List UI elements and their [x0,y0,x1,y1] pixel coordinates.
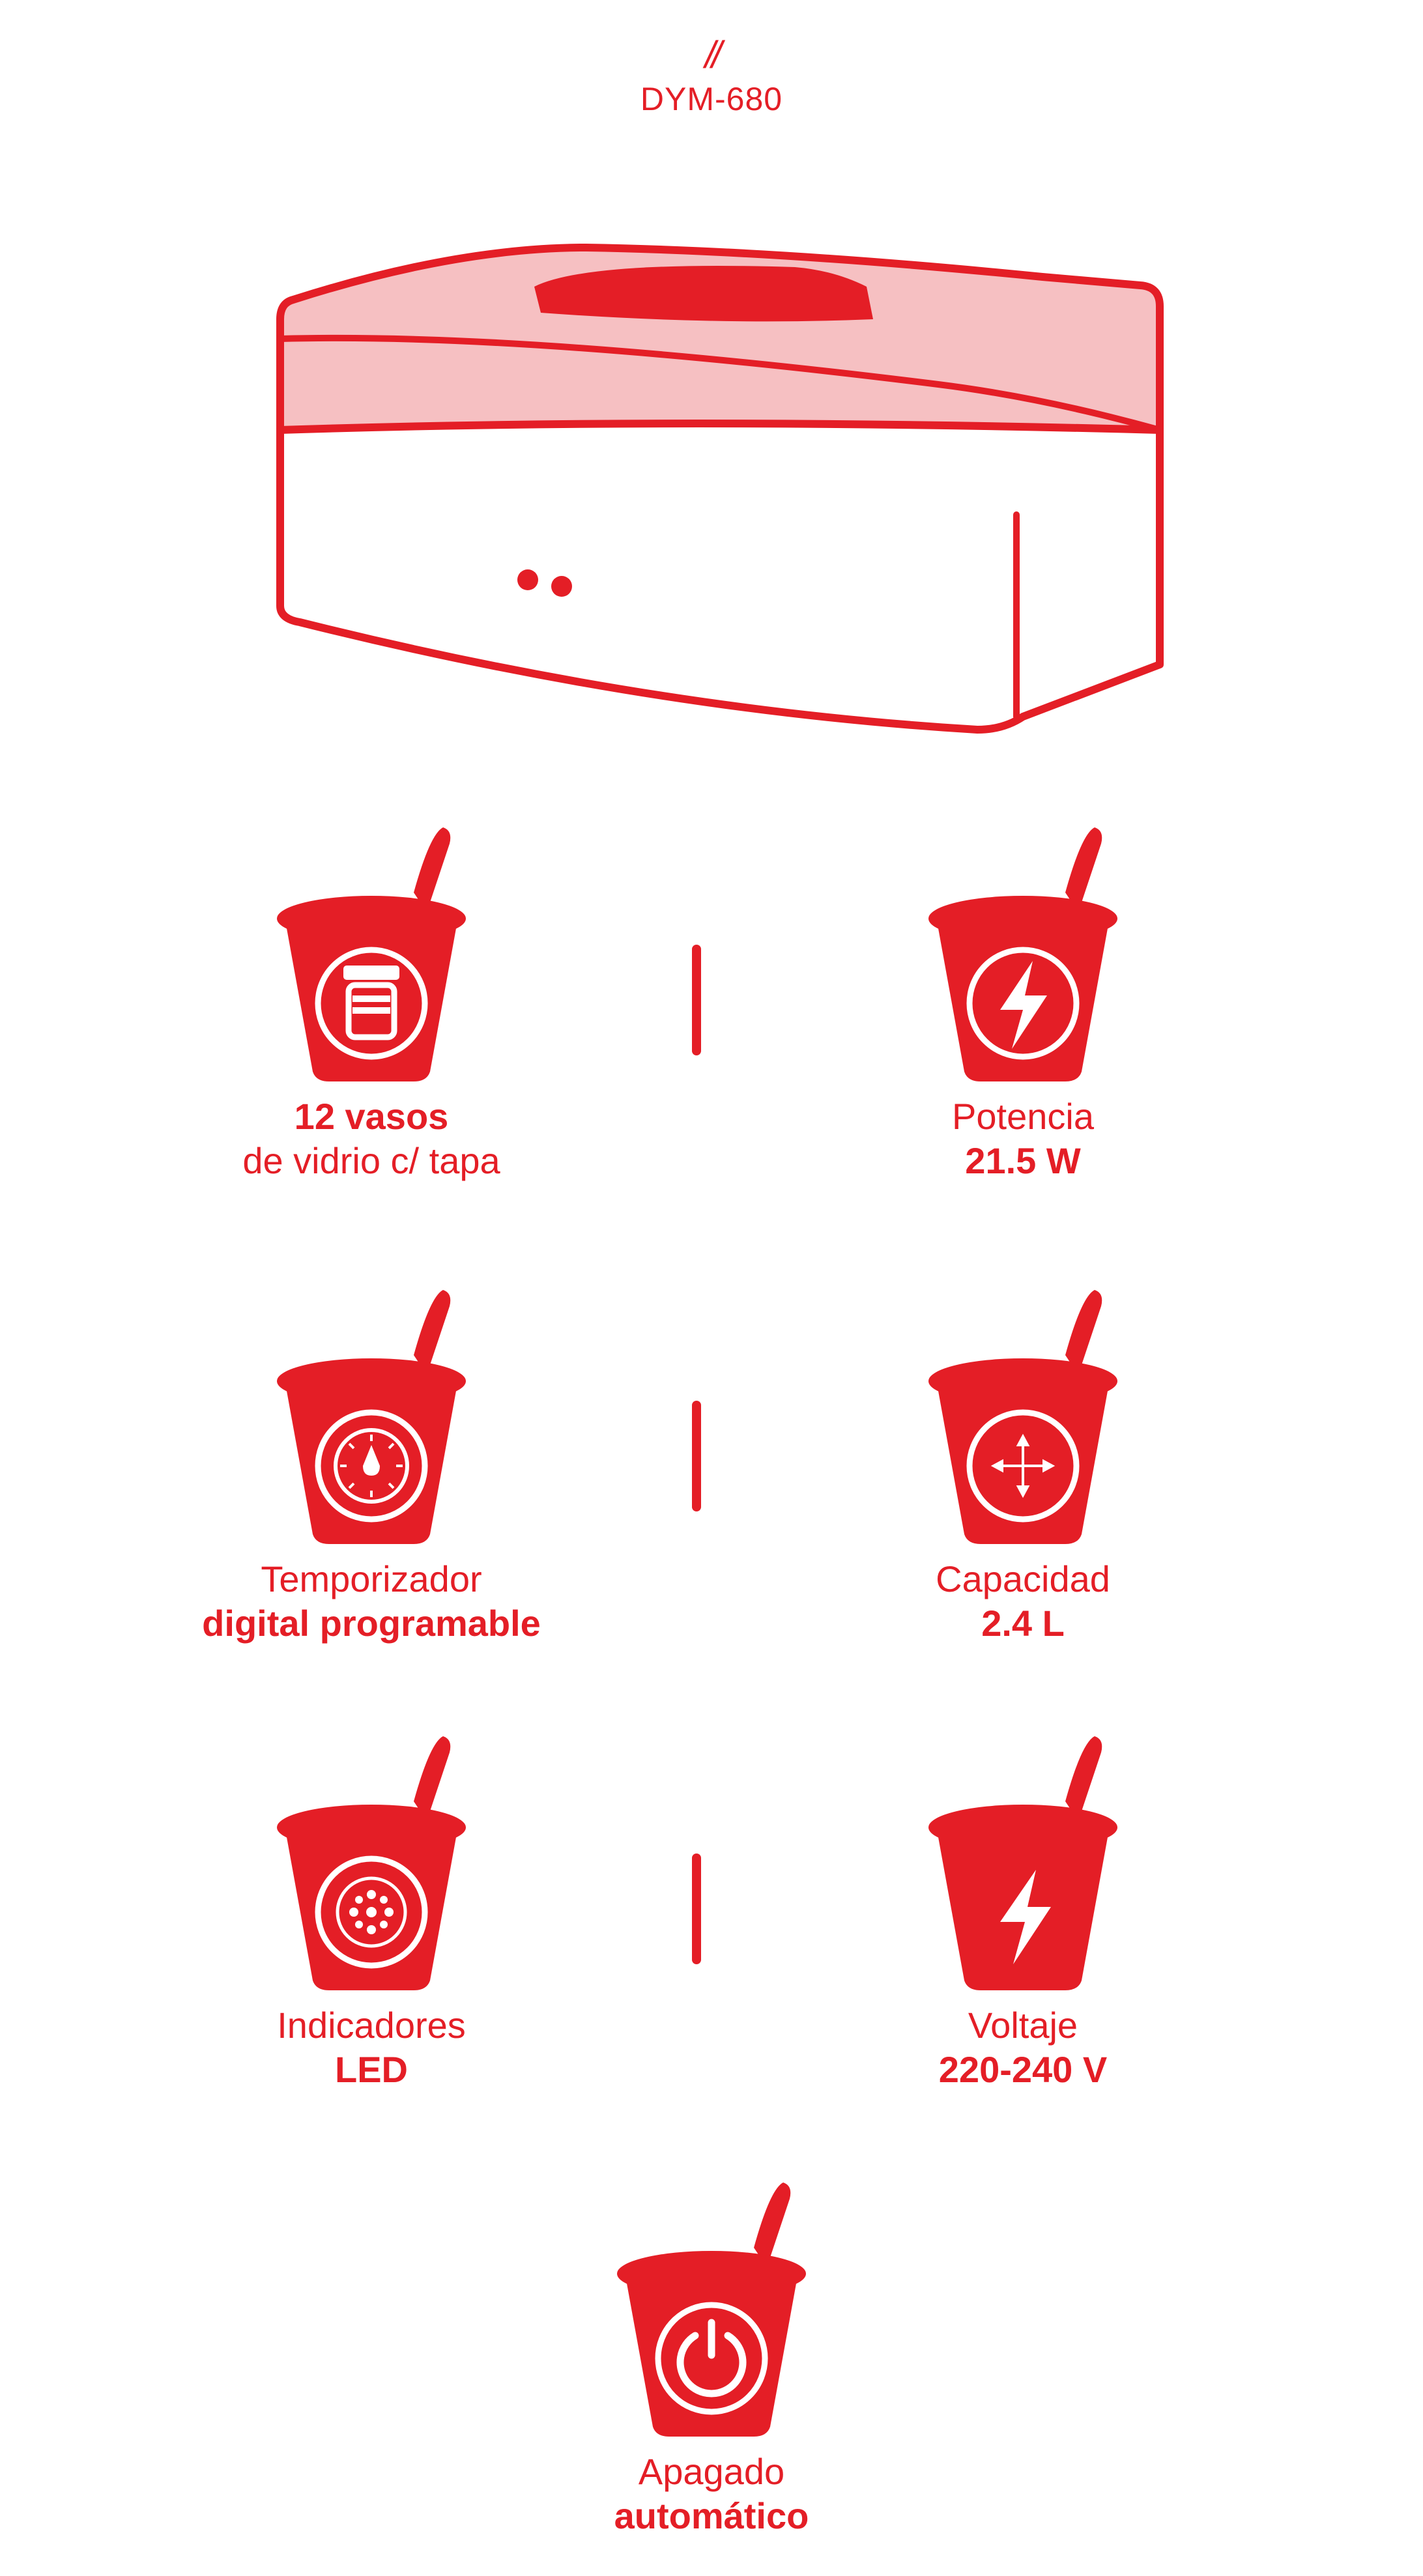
lightning-icon [1000,961,1047,1049]
led-dot [551,576,572,597]
yogurt-cup-icon [928,1736,1117,1990]
feature-line-1: Capacidad [936,1558,1110,1599]
yogurt-cup-icon [277,1290,466,1544]
yogurt-cup-icon [928,827,1117,1081]
header: // DYM-680 [0,33,1423,120]
control-panel [534,266,873,322]
feature-line-2: 21.5 W [965,1140,1081,1181]
timer-icon [334,1428,409,1504]
jar-icon [343,966,399,1040]
feature-line-2: automático [614,2495,809,2536]
yogurt-cup-icon [277,1736,466,1990]
feature-line-2: 220-240 V [938,2049,1108,2090]
feature-auto-off: Apagado automático [464,2169,959,2538]
power-icon [676,2319,747,2397]
expand-arrows-icon [990,1433,1056,1498]
feature-line-2: digital programable [202,1603,541,1644]
model-name: DYM-680 [640,81,783,117]
yogurt-cup-icon [277,827,466,1081]
feature-voltage: Voltaje 220-240 V [775,1723,1271,2092]
separator [692,945,701,1055]
feature-line-1: Indicadores [277,2005,466,2046]
led-dot [517,569,538,590]
separator [692,1853,701,1964]
feature-line-1: Apagado [638,2451,785,2492]
separator [692,1401,701,1511]
led-dots-icon [336,1876,407,1948]
feature-capacity: Capacidad 2.4 L [775,1277,1271,1646]
header-mark: // [704,34,722,76]
feature-line-1: Temporizador [261,1558,482,1599]
feature-line-2: LED [335,2049,408,2090]
feature-timer: Temporizador digital programable [124,1277,619,1646]
feature-line-1: Voltaje [968,2005,1078,2046]
feature-line-1: 12 vasos [294,1096,449,1137]
yogurt-cup-icon [617,2182,806,2437]
device-body [276,426,1164,734]
feature-power: Potencia 21.5 W [775,814,1271,1183]
yogurt-maker-illustration [276,244,1164,734]
feature-line-2: de vidrio c/ tapa [242,1140,500,1181]
feature-jars: 12 vasos de vidrio c/ tapa [124,814,619,1183]
lightning-icon [1000,1870,1051,1964]
yogurt-cup-icon [928,1290,1117,1544]
feature-led: Indicadores LED [124,1723,619,2092]
feature-line-1: Potencia [952,1096,1094,1137]
feature-line-2: 2.4 L [981,1603,1065,1644]
